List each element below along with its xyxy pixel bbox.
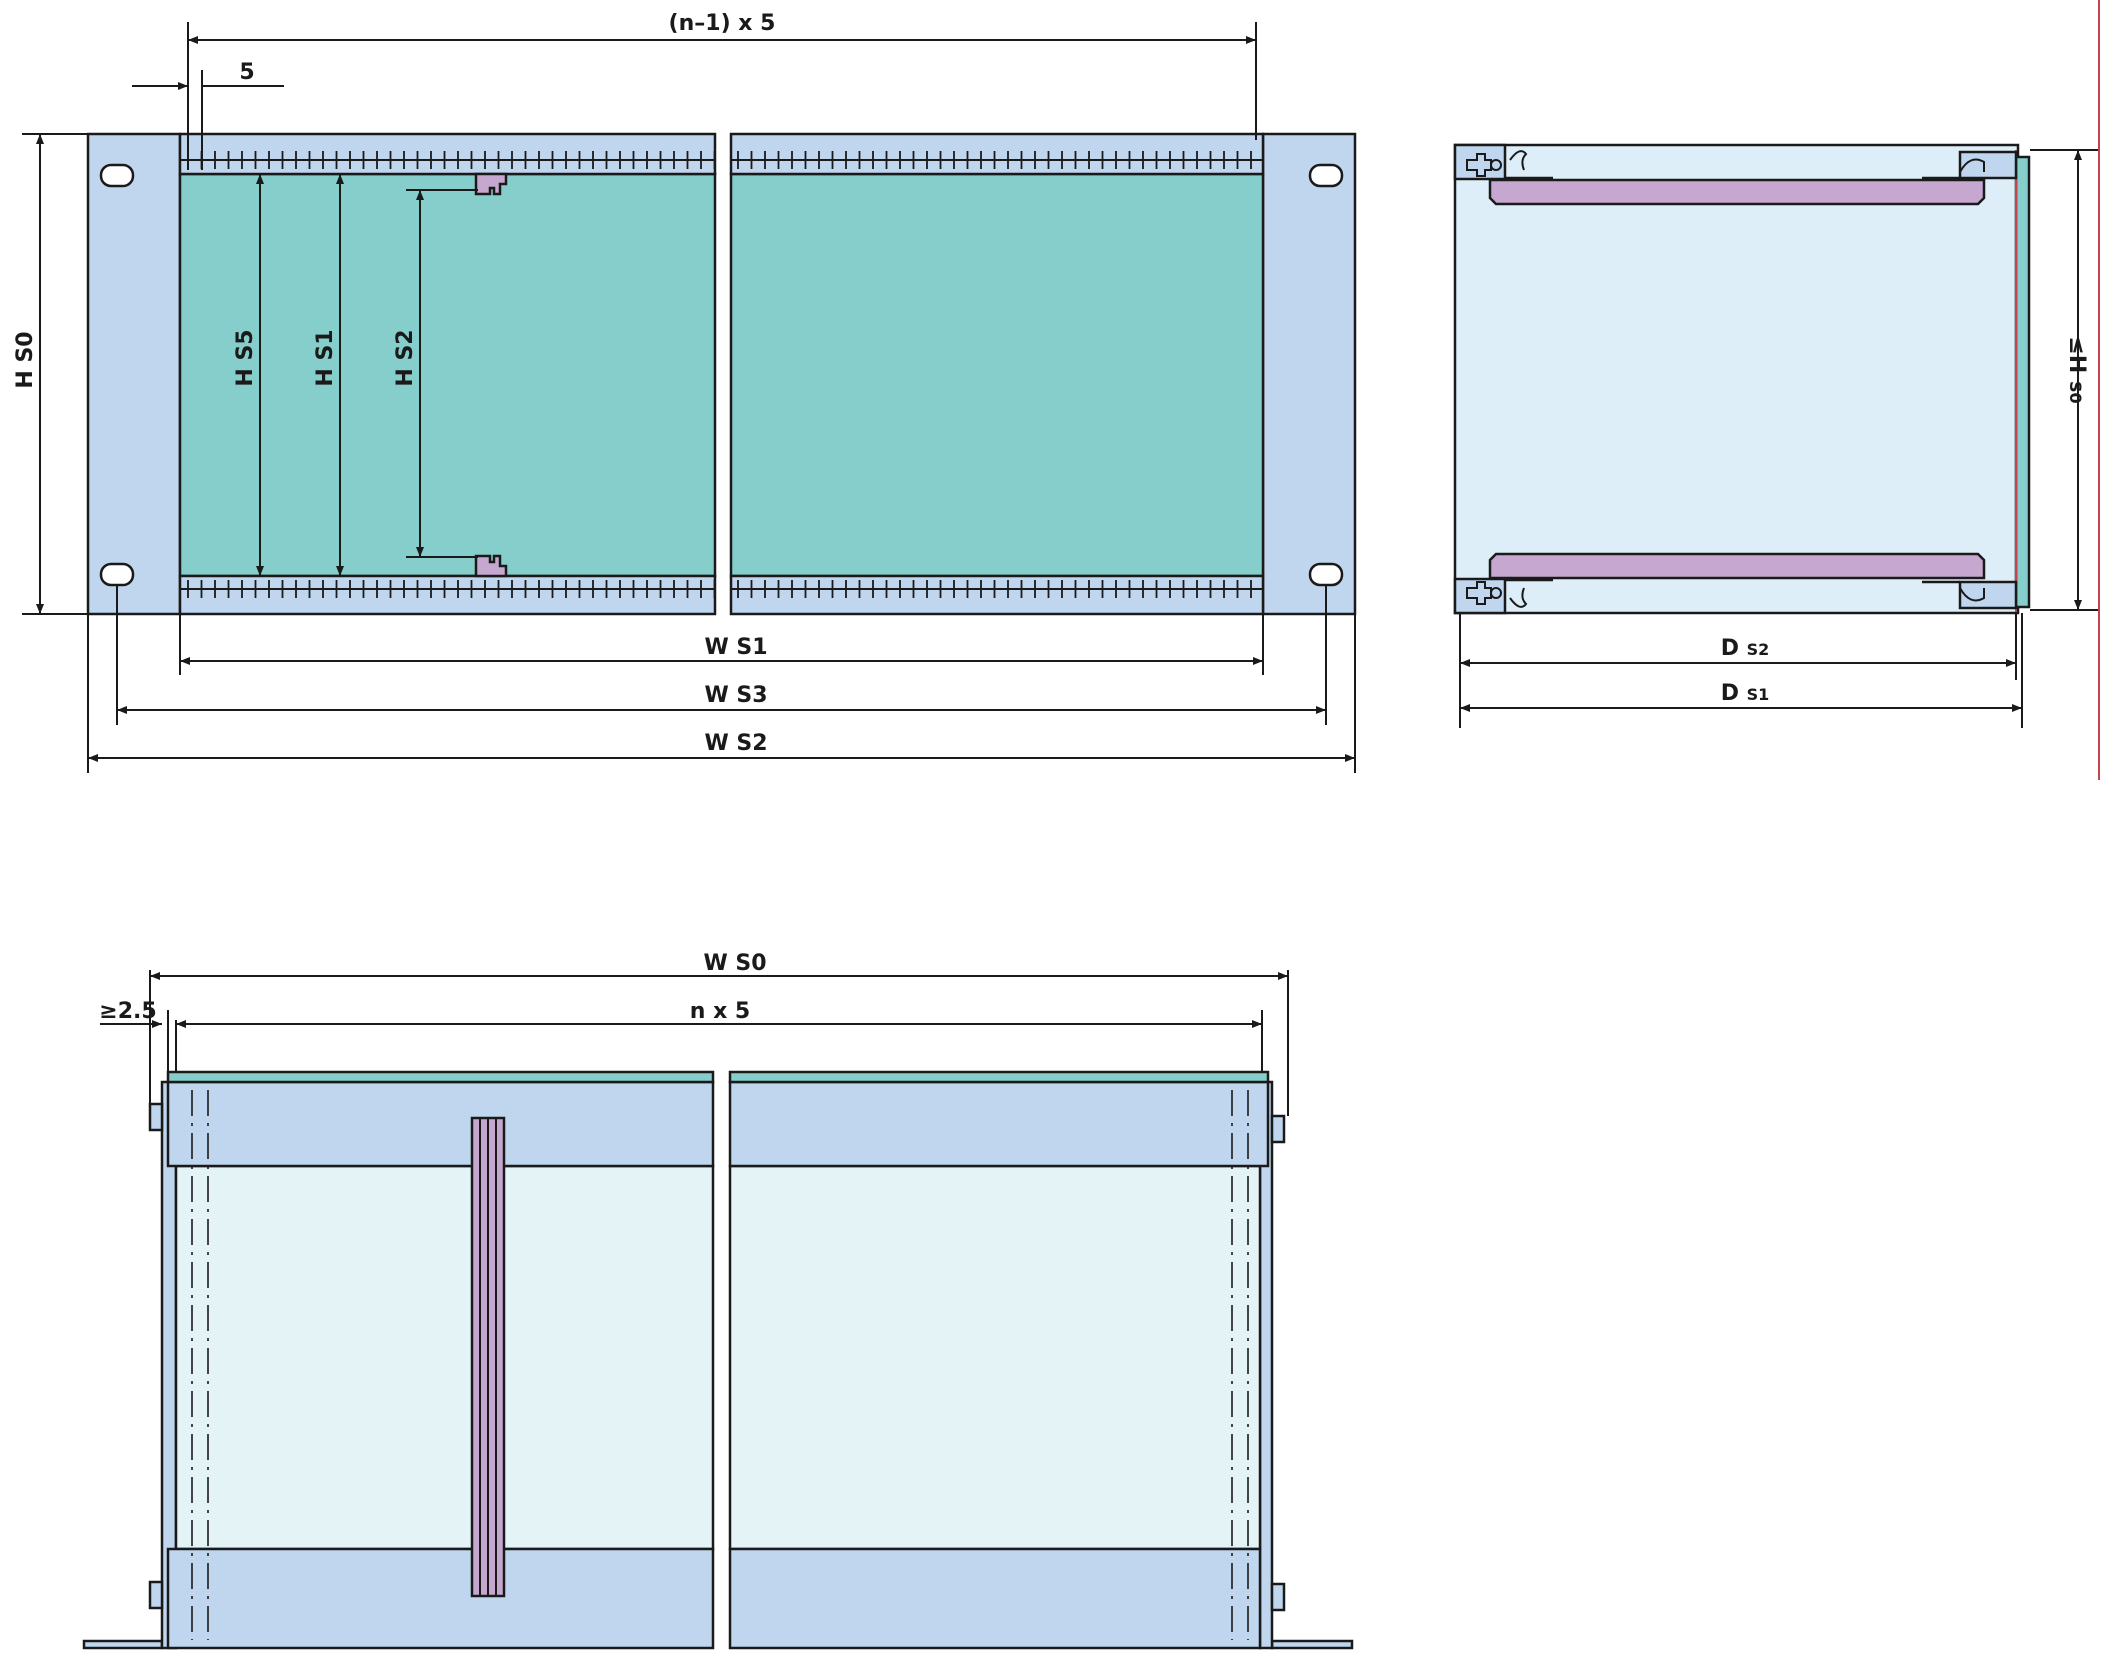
top-rail-left (178, 132, 717, 176)
dim-label-hs0: H S0 (13, 331, 38, 388)
mounting-slot-top-right (1308, 163, 1344, 188)
front-panel-edge-right (728, 1070, 1270, 1084)
dim-label-ds1: D S1 (1721, 681, 1770, 706)
side-panel (1453, 143, 2020, 615)
bottom-bottom-rail-right (728, 1547, 1262, 1650)
dim-label-side-hs0: ≤H S0 (2064, 336, 2089, 403)
dim-label-pitch-n-minus-1: (n–1) x 5 (669, 11, 776, 36)
mounting-slot-top-left (99, 163, 135, 188)
dim-label-ws3: W S3 (704, 683, 767, 708)
base-flange-left (82, 1639, 164, 1650)
bottom-top-rail-right (728, 1080, 1270, 1168)
card-guide-top (474, 172, 508, 196)
bottom-top-rail-left (166, 1080, 715, 1168)
front-view: (n–1) x 5 5 H S0 H S5 H S1 H S2 W S1 (13, 11, 1357, 773)
dim-label-ws0: W S0 (703, 951, 766, 976)
bottom-rail-left (178, 574, 717, 616)
dim-label-ds2: D S2 (1721, 636, 1770, 661)
top-rear-profile (1453, 143, 1507, 181)
side-card-guide-bottom (1488, 552, 1986, 580)
mounting-slot-bottom-right (1308, 562, 1344, 587)
top-front-profile (1958, 150, 2018, 180)
dim-label-hs2: H S2 (393, 329, 418, 386)
side-card-guide-top (1488, 178, 1986, 206)
dim-label-hs5: H S5 (233, 329, 258, 386)
bottom-bottom-rail-left (166, 1547, 715, 1650)
side-view: D S2 D S1 ≤H S0 (1453, 0, 2100, 780)
bottom-interior-left (174, 1164, 715, 1551)
bottom-view: W S0 n x 5 ≥2.5 (82, 951, 1354, 1650)
front-panel-strip (2014, 155, 2031, 609)
board-area-right (729, 172, 1265, 578)
board-area-left (178, 172, 717, 578)
front-panel-edge-left (166, 1070, 715, 1084)
dim-label-ws1: W S1 (704, 635, 767, 660)
card-guide-bottom (474, 554, 508, 578)
left-mounting-flange (86, 132, 182, 616)
bottom-rear-profile (1453, 577, 1507, 615)
mounting-slot-bottom-left (99, 562, 135, 587)
base-flange-right (1270, 1639, 1354, 1650)
dim-label-n5: n x 5 (690, 999, 750, 1024)
dim-label-ge-2-5: ≥2.5 (99, 999, 156, 1024)
dim-label-ws2: W S2 (704, 731, 767, 756)
rail-pitch-ticks (187, 151, 1252, 598)
right-mounting-flange (1261, 132, 1357, 616)
bottom-interior-right (728, 1164, 1262, 1551)
dim-label-5: 5 (239, 60, 254, 85)
bottom-front-profile (1958, 580, 2018, 610)
dim-label-hs1: H S1 (313, 329, 338, 386)
